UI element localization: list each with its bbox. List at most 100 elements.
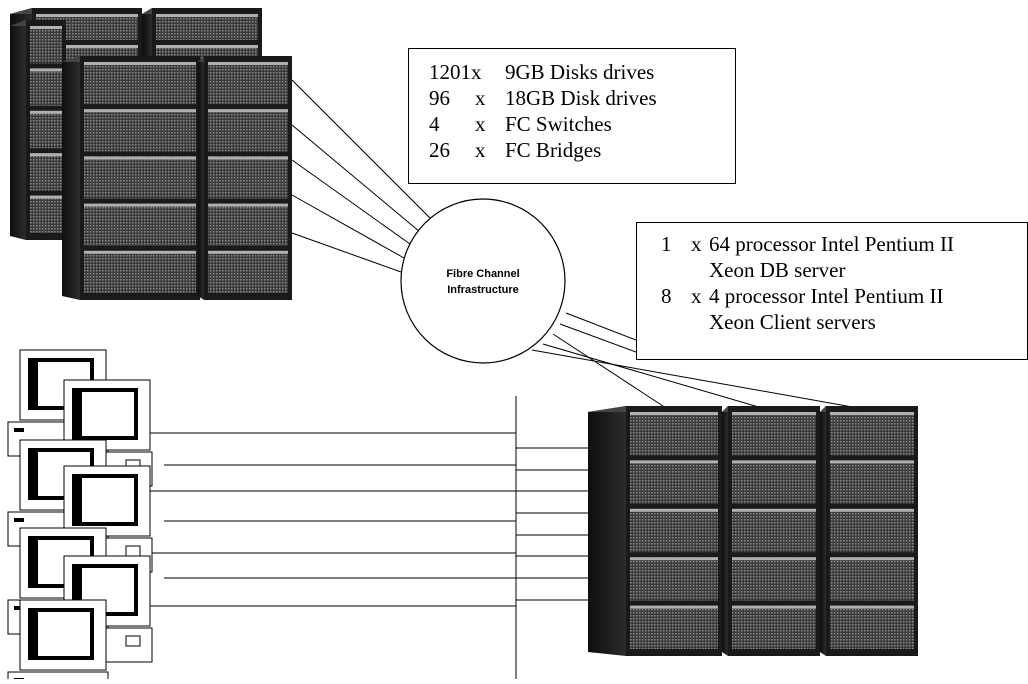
cabinet-drawer-edge [208, 250, 288, 254]
cabinet-drawer [30, 68, 62, 106]
cabinet-drawer [630, 412, 718, 456]
cabinet-drawer-edge [30, 26, 62, 29]
cabinet-drawer-edge [630, 557, 718, 561]
storage-cabinet-front-1 [62, 56, 200, 300]
storage-connections [291, 79, 433, 273]
cabinet-drawer [208, 156, 288, 199]
spec-multiplier: x [475, 112, 486, 136]
storage-link-1 [291, 79, 433, 221]
cabinet-drawer-edge [732, 412, 816, 415]
server-connections [531, 312, 859, 409]
cabinet-side [62, 56, 80, 300]
cabinet-drawer-edge [84, 109, 196, 113]
cabinet-drawer-edge [630, 460, 718, 464]
cabinet-drawer-edge [732, 460, 816, 464]
cabinet-drawer [732, 412, 816, 456]
storage-spec-row: 26 x FC Bridges [429, 137, 735, 163]
storage-spec-box: 1201x 9GB Disks drives 96 x 18GB Disk dr… [408, 48, 736, 184]
cabinet-drawer [830, 605, 914, 649]
cabinet-drawer [630, 508, 718, 553]
cabinet-drawer-edge [36, 45, 138, 48]
drive-slot [14, 428, 24, 432]
cabinet-drawer-edge [30, 195, 62, 199]
cabinet-side [588, 406, 626, 656]
storage-spec-row: 4 x FC Switches [429, 111, 735, 137]
cabinet-drawer-edge [84, 62, 196, 65]
spec-item: FC Switches [505, 112, 612, 136]
cabinet-drawer [84, 250, 196, 293]
drive-bay [125, 635, 141, 647]
server-spec-box: 1 x 64 processor Intel Pentium II Xeon D… [636, 222, 1028, 360]
cabinet-drawer [208, 203, 288, 246]
spec-qty: 1 [661, 232, 672, 256]
monitor-shadow [32, 612, 38, 656]
monitor-shadow [32, 540, 38, 584]
spec-multiplier: x [475, 138, 486, 162]
storage-spec-row: 1201x 9GB Disks drives [429, 59, 735, 85]
server-cabinet-2 [722, 406, 820, 656]
server-link-1 [565, 312, 637, 341]
spec-qty: 1201x [429, 60, 482, 84]
server-spec-continuation: Xeon Client servers [661, 309, 1027, 335]
cabinet-drawer [84, 109, 196, 152]
spec-item: FC Bridges [505, 138, 602, 162]
spec-qty: 96 [429, 86, 450, 110]
cabinet-drawer [732, 557, 816, 601]
cabinet-drawer [30, 195, 62, 233]
cabinet-drawer [732, 508, 816, 553]
lan-network [150, 396, 590, 679]
cabinet-drawer-edge [630, 412, 718, 415]
spec-item: 9GB Disks drives [505, 60, 655, 84]
cabinet-drawer-edge [830, 605, 914, 609]
server-cabinet-1 [588, 406, 722, 656]
cabinet-drawer [732, 605, 816, 649]
cabinet-drawer-edge [830, 508, 914, 512]
spec-item-continuation: Xeon Client servers [709, 310, 876, 334]
cabinet-drawer [30, 153, 62, 191]
monitor-glass [76, 478, 134, 522]
server-link-5 [531, 349, 859, 409]
monitor-shadow [32, 452, 38, 496]
client-pc-7 [7, 599, 109, 684]
server-link-3 [552, 333, 667, 409]
storage-link-3 [291, 159, 411, 245]
drive-bay [125, 545, 141, 557]
cabinet-drawer-edge [156, 14, 258, 17]
monitor-glass [76, 392, 134, 436]
cabinet-drawer-edge [208, 62, 288, 65]
cabinet-drawer-edge [84, 156, 196, 160]
cabinet-drawer-edge [30, 110, 62, 114]
cabinet-drawer [30, 110, 62, 149]
cabinet-drawer-edge [208, 109, 288, 113]
cabinet-drawer [208, 62, 288, 105]
cabinet-drawer-edge [84, 250, 196, 254]
cabinet-drawer-edge [30, 153, 62, 157]
spec-item-continuation: Xeon DB server [709, 258, 846, 282]
cabinet-drawer [830, 412, 914, 456]
fibre-channel-hub: Fibre Channel Infrastructure [400, 198, 566, 364]
cabinet-drawer-edge [30, 68, 62, 72]
cabinet-side [722, 406, 728, 656]
cabinet-drawer-edge [156, 45, 258, 48]
cabinet-drawer-edge [732, 508, 816, 512]
storage-link-5 [291, 232, 402, 273]
storage-cabinets-icon [10, 8, 292, 300]
monitor-shadow [32, 362, 38, 406]
server-spec-row: 8 x 4 processor Intel Pentium II [661, 283, 1027, 309]
cabinet-drawer [830, 557, 914, 601]
monitor-shadow [76, 568, 82, 612]
spec-qty: 8 [661, 284, 672, 308]
cabinet-drawer-edge [208, 156, 288, 160]
hub-circle [400, 198, 566, 364]
spec-qty: 4 [429, 112, 440, 136]
cabinet-drawer [84, 156, 196, 199]
cabinet-drawer [208, 250, 288, 293]
monitor-shadow [76, 478, 82, 522]
storage-cabinet-front-2 [198, 56, 292, 300]
cabinet-drawer-edge [732, 605, 816, 609]
cabinet-drawer-edge [630, 605, 718, 609]
spec-qty: 26 [429, 138, 450, 162]
cabinet-drawer [630, 605, 718, 649]
hub-label-line2: Infrastructure [447, 284, 519, 296]
